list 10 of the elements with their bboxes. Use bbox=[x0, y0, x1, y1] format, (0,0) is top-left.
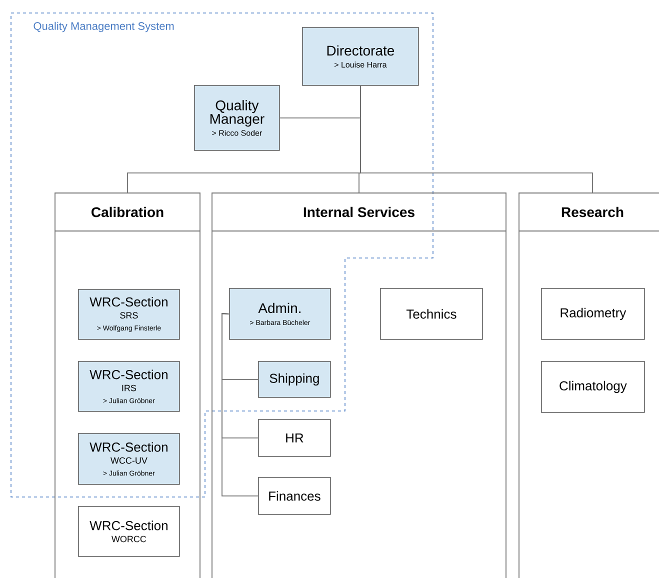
org-box: Finances bbox=[258, 477, 331, 515]
org-box: Radiometry bbox=[541, 288, 645, 340]
org-box: Directorate > Louise Harra bbox=[302, 27, 419, 86]
org-box: Shipping bbox=[258, 361, 331, 398]
org-box: Technics bbox=[380, 288, 483, 340]
org-box: Quality Manager > Ricco Soder bbox=[194, 85, 280, 151]
connector-line bbox=[222, 313, 258, 496]
org-box: HR bbox=[258, 419, 331, 457]
org-box: WRC-Section WORCC bbox=[78, 506, 180, 557]
org-box: Climatology bbox=[541, 361, 645, 413]
